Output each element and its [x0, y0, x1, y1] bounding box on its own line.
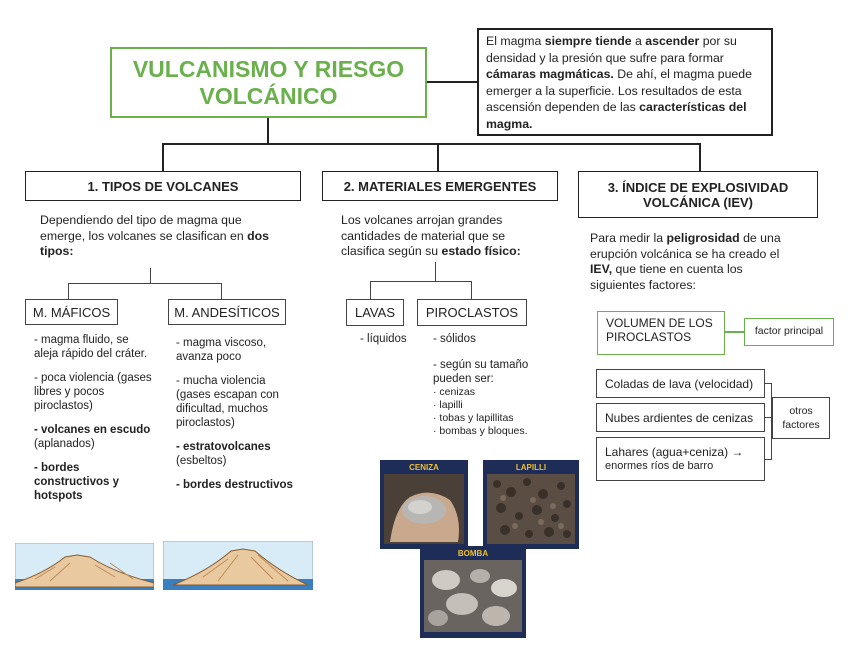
connector [435, 262, 436, 282]
tipos-desc-text: Dependiendo del tipo de magma que emerge… [40, 213, 247, 243]
coladas-box: Coladas de lava (velocidad) [596, 369, 765, 398]
size-item: · tobas y lapillitas [433, 412, 548, 425]
connector [725, 331, 744, 333]
andesiticos-bold: - estratovolcanes [176, 441, 271, 453]
photo-caption: LAPILLI [483, 463, 579, 472]
nubes-box: Nubes ardientes de cenizas [596, 403, 765, 432]
materiales-desc-bold: estado físico: [441, 244, 520, 258]
volumen-piroclastos-box: VOLUMEN DE LOS PIROCLASTOS [597, 311, 725, 355]
shield-volcano-illustration [15, 543, 154, 590]
photo-caption: BOMBA [420, 549, 526, 558]
iev-desc-bold: peligrosidad [667, 231, 740, 245]
connector [68, 283, 69, 299]
otros-factores-box: otros factores [772, 397, 830, 439]
heading-iev: 3. ÍNDICE DE EXPLOSIVIDAD VOLCÁNICA (IEV… [578, 171, 818, 218]
lahares-box: Lahares (agua+ceniza) → enormes ríos de … [596, 437, 765, 481]
piroclastos-list: - sólidos - según su tamaño pueden ser: … [433, 332, 548, 438]
lahares-line: enormes ríos de barro [605, 459, 713, 473]
connector [699, 143, 701, 171]
maficos-item: - volcanes en escudo (aplanados) [34, 423, 154, 451]
andesiticos-item: - bordes destructivos [176, 478, 296, 492]
box-andesiticos: M. ANDESÍTICOS [168, 299, 286, 325]
iev-desc-text: que tiene en cuenta los siguientes facto… [590, 262, 743, 292]
connector [150, 268, 151, 284]
intro-bold: siempre tiende [545, 34, 632, 48]
size-item: · bombas y bloques. [433, 425, 548, 438]
bomba-image [420, 558, 526, 636]
maficos-list: - magma fluido, se aleja rápido del crát… [34, 333, 154, 503]
connector [437, 143, 439, 171]
andesiticos-item: - estratovolcanes (esbeltos) [176, 440, 296, 468]
connector [427, 81, 477, 83]
photo-bomba: BOMBA [420, 546, 526, 638]
andesiticos-list: - magma viscoso, avanza poco - mucha vio… [176, 336, 296, 492]
maficos-bold: - volcanes en escudo [34, 424, 150, 436]
heading-materiales: 2. MATERIALES EMERGENTES [322, 171, 558, 201]
ceniza-image [380, 472, 468, 547]
box-lavas: LAVAS [346, 299, 404, 326]
maficos-item: - magma fluido, se aleja rápido del crát… [34, 333, 154, 361]
box-piroclastos: PIROCLASTOS [417, 299, 527, 326]
andesiticos-item: - mucha violencia (gases escapan con dif… [176, 374, 296, 430]
photo-lapilli: LAPILLI [483, 460, 579, 549]
iev-desc-bold: IEV, [590, 262, 612, 276]
size-item: · lapilli [433, 399, 548, 412]
maficos-item: - poca violencia (gases libres y pocos p… [34, 371, 154, 413]
materiales-desc: Los volcanes arrojan grandes cantidades … [341, 213, 546, 260]
lapilli-image [483, 472, 579, 547]
intro-bold: ascender [645, 34, 699, 48]
piroclastos-sizes: · cenizas · lapilli · tobas y lapillitas… [433, 386, 548, 438]
lavas-text: - líquidos [360, 332, 407, 346]
maficos-bold: - bordes constructivos y hotspots [34, 462, 119, 502]
connector [370, 281, 472, 282]
connector [267, 118, 269, 144]
piroclastos-item: - sólidos [433, 332, 548, 346]
andesiticos-item: - magma viscoso, avanza poco [176, 336, 296, 364]
andesiticos-bold: - bordes destructivos [176, 479, 293, 491]
piroclastos-item: - según su tamaño pueden ser: [433, 358, 548, 386]
connector [68, 283, 222, 284]
connector [221, 283, 222, 299]
intro-text: a [632, 34, 646, 48]
intro-text: El magma [486, 34, 545, 48]
andesiticos-text: (esbeltos) [176, 455, 227, 467]
tipos-desc: Dependiendo del tipo de magma que emerge… [40, 213, 270, 260]
iev-desc-text: Para medir la [590, 231, 667, 245]
iev-desc: Para medir la peligrosidad de una erupci… [590, 231, 790, 293]
lahares-line: Lahares (agua+ceniza) → [605, 445, 743, 459]
size-item: · cenizas [433, 386, 548, 399]
photo-ceniza: CENIZA [380, 460, 468, 549]
maficos-item: - bordes constructivos y hotspots [34, 461, 154, 503]
intro-bold: cámaras magmáticas. [486, 67, 614, 81]
page-title: VULCANISMO Y RIESGO VOLCÁNICO [110, 47, 427, 118]
intro-box: El magma siempre tiende a ascender por s… [477, 28, 773, 136]
heading-tipos: 1. TIPOS DE VOLCANES [25, 171, 301, 201]
connector [162, 143, 700, 145]
maficos-text: (aplanados) [34, 438, 95, 450]
connector [471, 281, 472, 300]
photo-caption: CENIZA [380, 463, 468, 472]
connector [370, 281, 371, 300]
stratovolcano-illustration [163, 541, 313, 590]
connector [162, 143, 164, 171]
box-maficos: M. MÁFICOS [25, 299, 118, 325]
factor-principal-box: factor principal [744, 318, 834, 346]
